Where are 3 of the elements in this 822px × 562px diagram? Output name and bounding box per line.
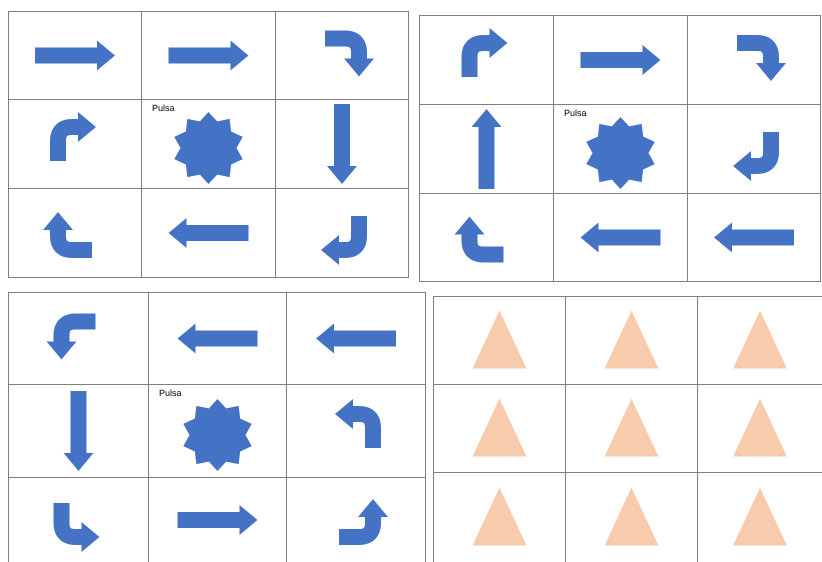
button-label: Pulsa — [159, 389, 182, 398]
button-label: Pulsa — [152, 104, 175, 113]
button-label: Pulsa — [564, 109, 587, 118]
